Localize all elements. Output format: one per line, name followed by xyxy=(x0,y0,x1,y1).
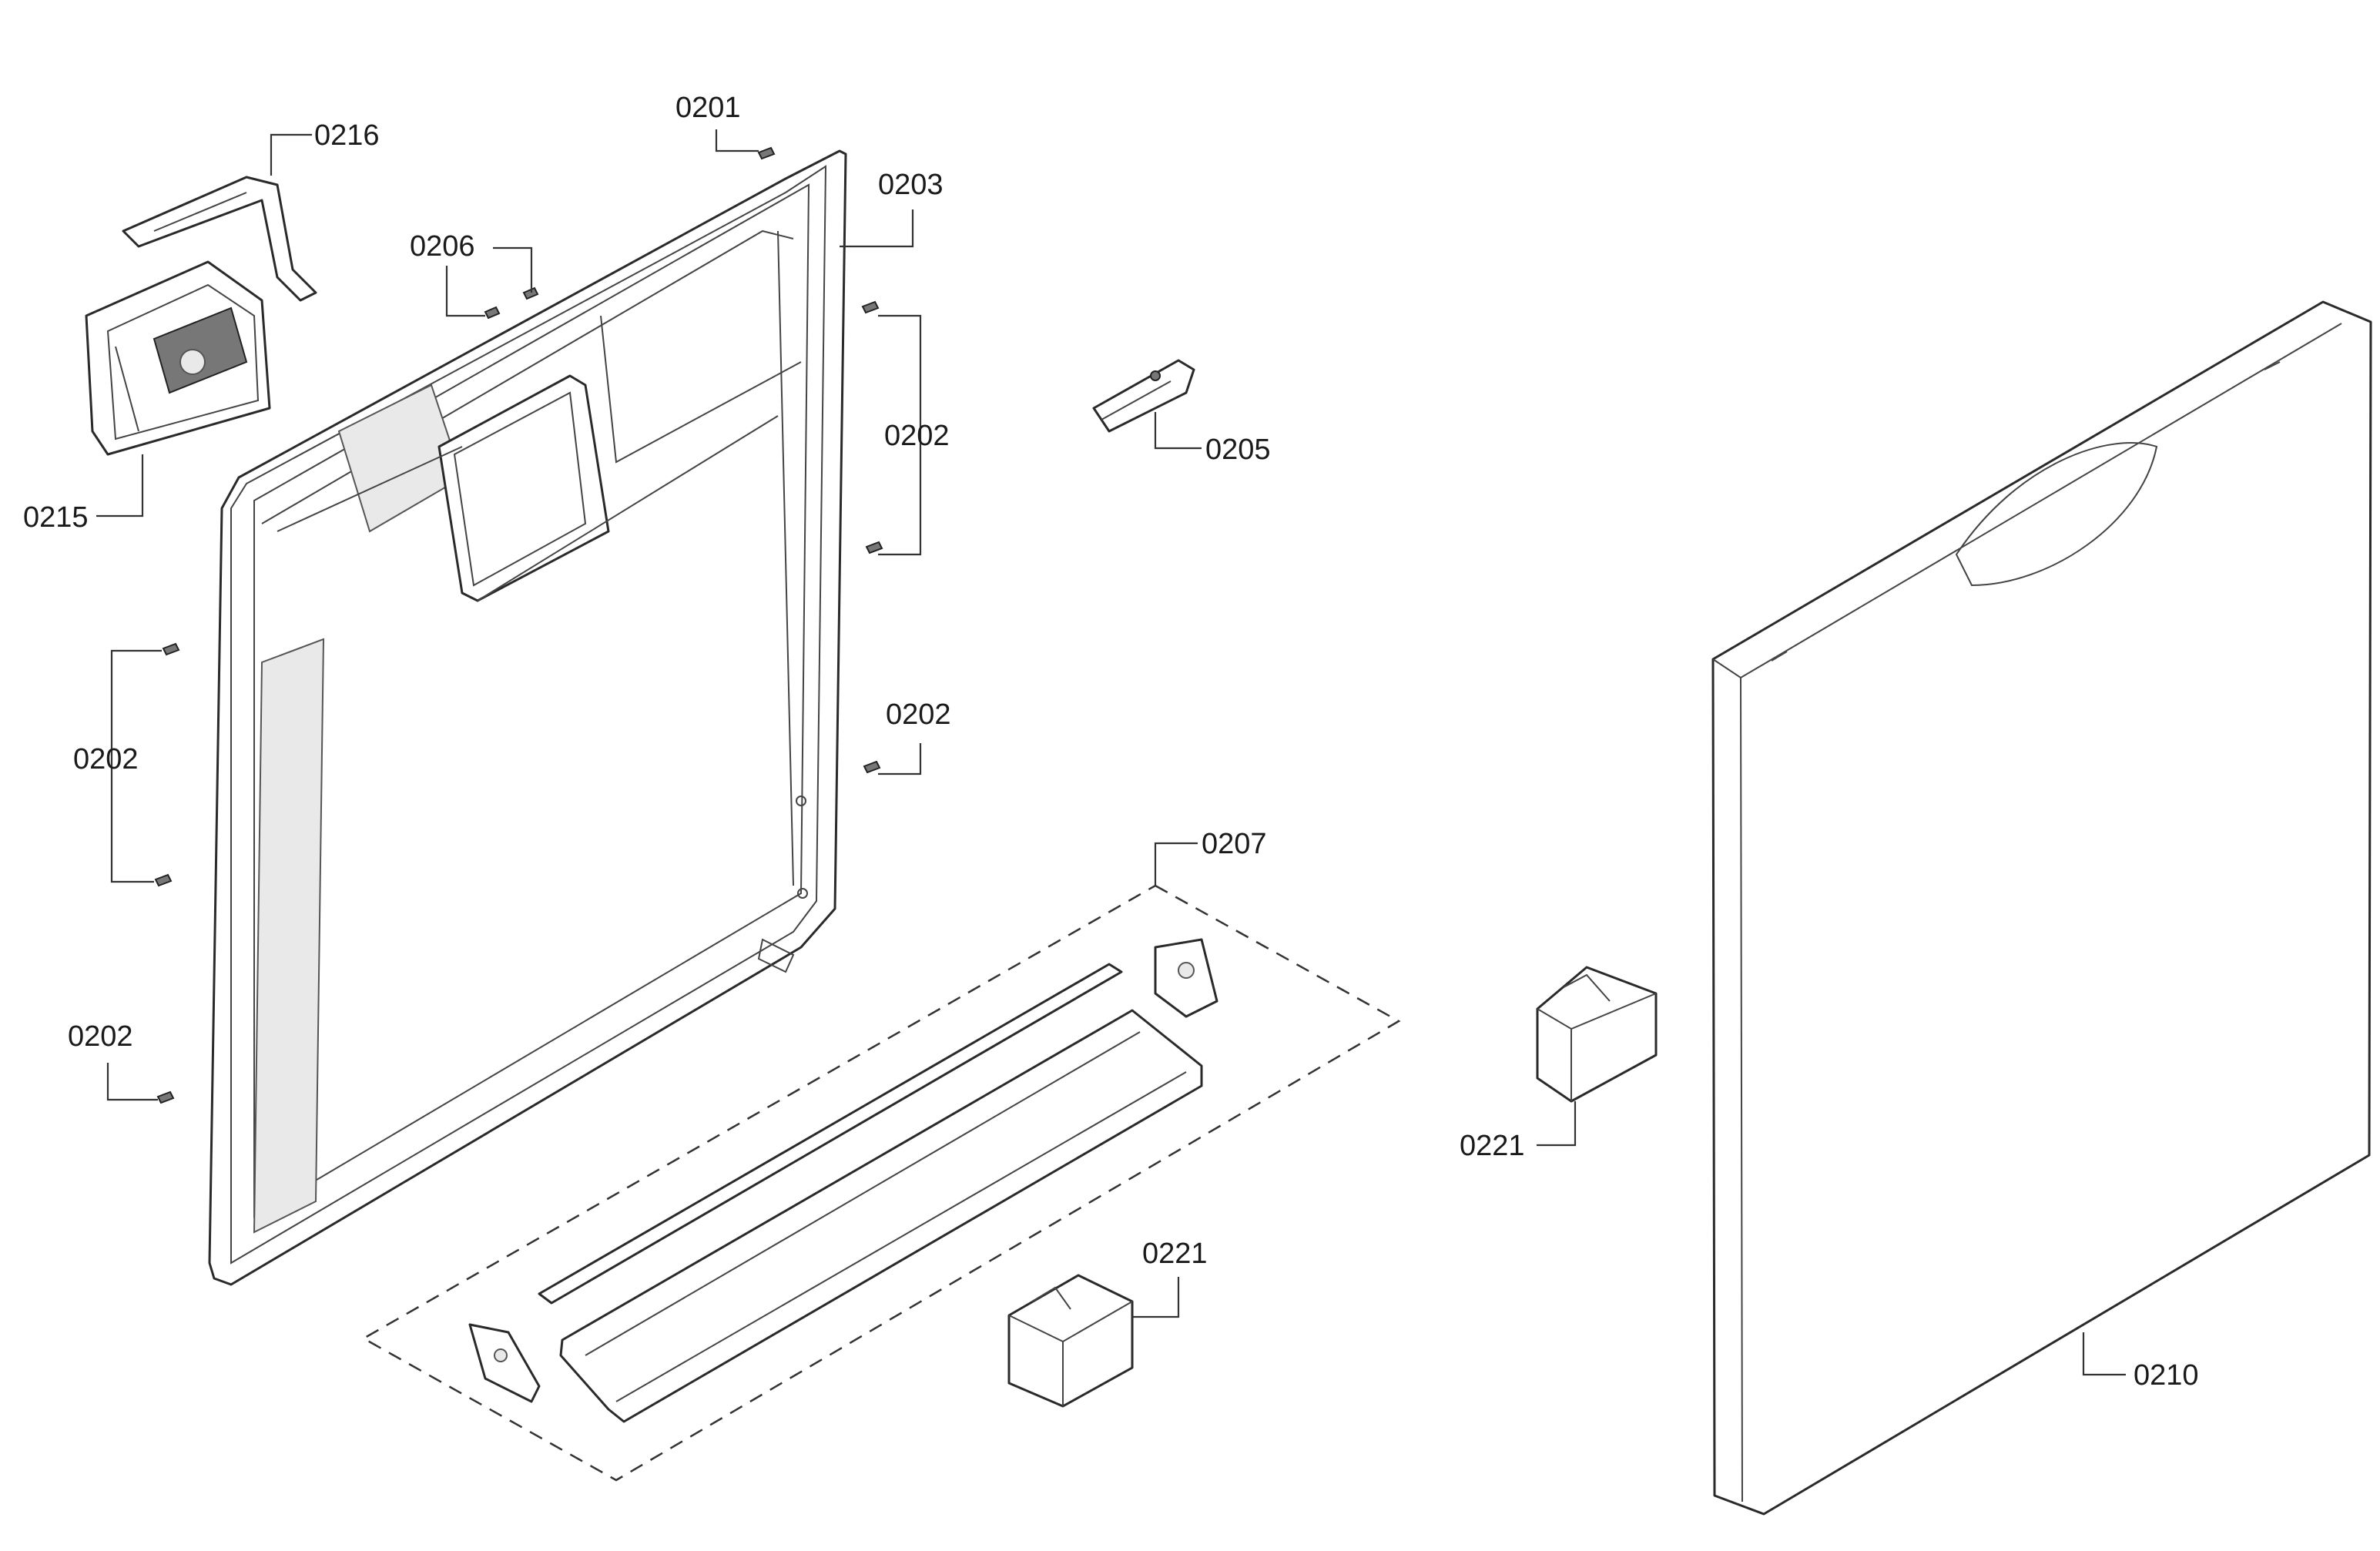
label-0202-left-mid: 0202 xyxy=(73,743,139,776)
label-0207: 0207 xyxy=(1202,828,1267,860)
detergent-dispenser xyxy=(85,260,271,456)
label-0202-left-bottom: 0202 xyxy=(68,1020,133,1053)
screws xyxy=(154,146,883,1104)
inner-door-panel xyxy=(208,149,847,1286)
outer-door-panel xyxy=(1711,300,2372,1516)
label-0206: 0206 xyxy=(410,230,475,263)
leader-lines xyxy=(96,129,2126,1376)
label-0221-center: 0221 xyxy=(1142,1238,1208,1270)
callout-labels: 0201 0216 0206 0203 0202 0205 0215 0202 … xyxy=(23,92,2199,1392)
spacer-block-right xyxy=(1536,966,1658,1103)
label-0205: 0205 xyxy=(1205,434,1271,466)
bottom-seal-kit xyxy=(361,884,1401,1482)
label-0215: 0215 xyxy=(23,501,89,534)
label-0221-right: 0221 xyxy=(1460,1130,1525,1162)
door-hinge-part xyxy=(1092,359,1195,433)
label-0201: 0201 xyxy=(675,92,741,124)
label-0210: 0210 xyxy=(2134,1359,2199,1392)
label-0216: 0216 xyxy=(314,119,380,152)
label-0203: 0203 xyxy=(878,169,944,201)
label-0202-right-top: 0202 xyxy=(884,420,950,452)
spacer-block-center xyxy=(1007,1274,1134,1408)
label-0202-right-bottom: 0202 xyxy=(886,698,951,731)
dispenser-bracket xyxy=(122,176,317,302)
